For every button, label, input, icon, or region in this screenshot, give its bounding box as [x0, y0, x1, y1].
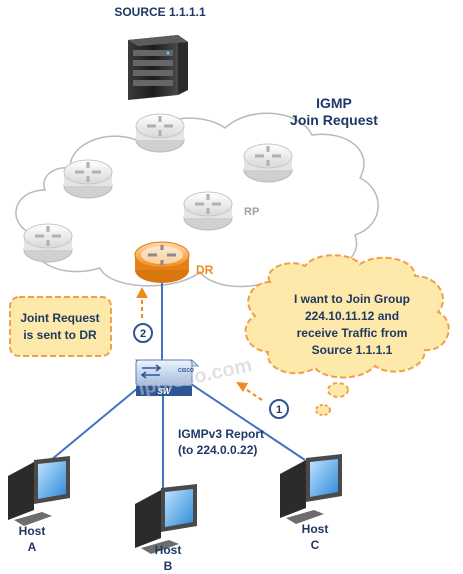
- thought-bubble: [244, 254, 450, 416]
- dr-label: DR: [196, 263, 214, 277]
- host-b-label-line2: B: [164, 559, 173, 573]
- host-b-label-line1: Host: [155, 543, 182, 557]
- host-c-computer-icon: [280, 454, 342, 524]
- step-2-arrow: [136, 287, 148, 318]
- server-icon: [128, 35, 188, 100]
- link-switch-host-c: [181, 377, 306, 461]
- host-a-label-line1: Host: [19, 524, 46, 538]
- rp-label: RP: [244, 206, 259, 218]
- igmp-report-line2: (to 224.0.0.22): [178, 443, 257, 457]
- host-c-label-line1: Host: [302, 522, 329, 536]
- router-icon: [135, 113, 185, 153]
- host-a-label-line2: A: [28, 540, 37, 554]
- thought-line3: receive Traffic from: [297, 326, 408, 340]
- step-1-number: 1: [276, 404, 282, 416]
- router-icon: [63, 159, 113, 199]
- host-a-computer-icon: [8, 456, 70, 526]
- thought-line1: I want to Join Group: [294, 292, 410, 306]
- router-icon: [23, 223, 73, 263]
- heading-line1: IGMP: [316, 95, 352, 111]
- step-1-arrow: [236, 382, 263, 401]
- switch-icon: [134, 359, 200, 396]
- join-request-callout: [9, 296, 112, 357]
- switch-label: SW: [158, 387, 172, 396]
- join-callout-line2: is sent to DR: [23, 328, 97, 342]
- source-label: SOURCE 1.1.1.1: [114, 5, 206, 19]
- dr-router-icon: [134, 241, 190, 283]
- thought-line4: Source 1.1.1.1: [312, 343, 393, 357]
- step-2-number: 2: [140, 328, 146, 340]
- router-icon: [243, 143, 293, 183]
- link-switch-host-a: [44, 377, 151, 466]
- switch-brand: CISCO: [178, 368, 194, 374]
- step-2-badge: [133, 323, 153, 343]
- host-b-computer-icon: [135, 484, 197, 554]
- rp-router-icon: [183, 191, 233, 231]
- join-callout-line1: Joint Request: [20, 311, 99, 325]
- host-c-label-line2: C: [311, 538, 320, 552]
- thought-line2: 224.10.11.12 and: [305, 309, 399, 323]
- heading-line2: Join Request: [290, 112, 378, 128]
- igmp-report-line1: IGMPv3 Report: [178, 427, 264, 441]
- step-1-badge: [269, 399, 289, 419]
